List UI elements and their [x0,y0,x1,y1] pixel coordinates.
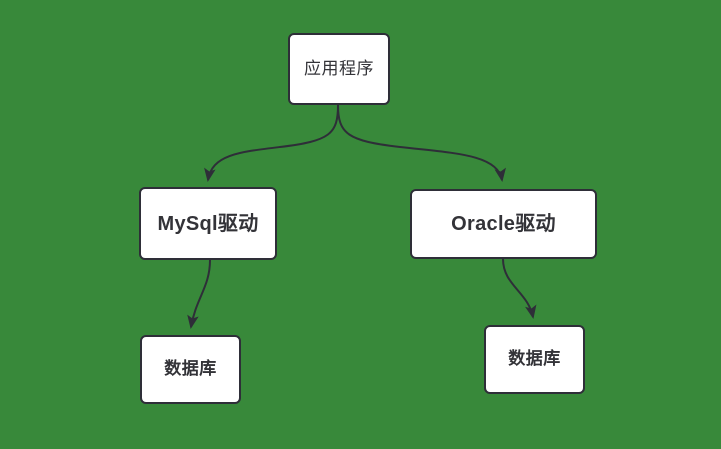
node-application[interactable]: 应用程序 [288,33,390,105]
node-oracle-driver[interactable]: Oracle驱动 [410,189,597,259]
node-oracle-driver-label: Oracle驱动 [451,213,556,235]
edge-app-to-mysql [204,104,339,182]
edge-app-to-oracle [337,104,506,182]
node-database-left-label: 数据库 [164,359,217,379]
edge-mysql-to-database [187,259,211,329]
node-database-right[interactable]: 数据库 [484,325,585,394]
node-database-left[interactable]: 数据库 [140,335,241,404]
node-application-label: 应用程序 [304,58,374,78]
edge-oracle-to-database [502,258,537,319]
node-database-right-label: 数据库 [508,349,561,369]
node-mysql-driver-label: MySql驱动 [157,212,259,235]
node-mysql-driver[interactable]: MySql驱动 [139,187,277,260]
